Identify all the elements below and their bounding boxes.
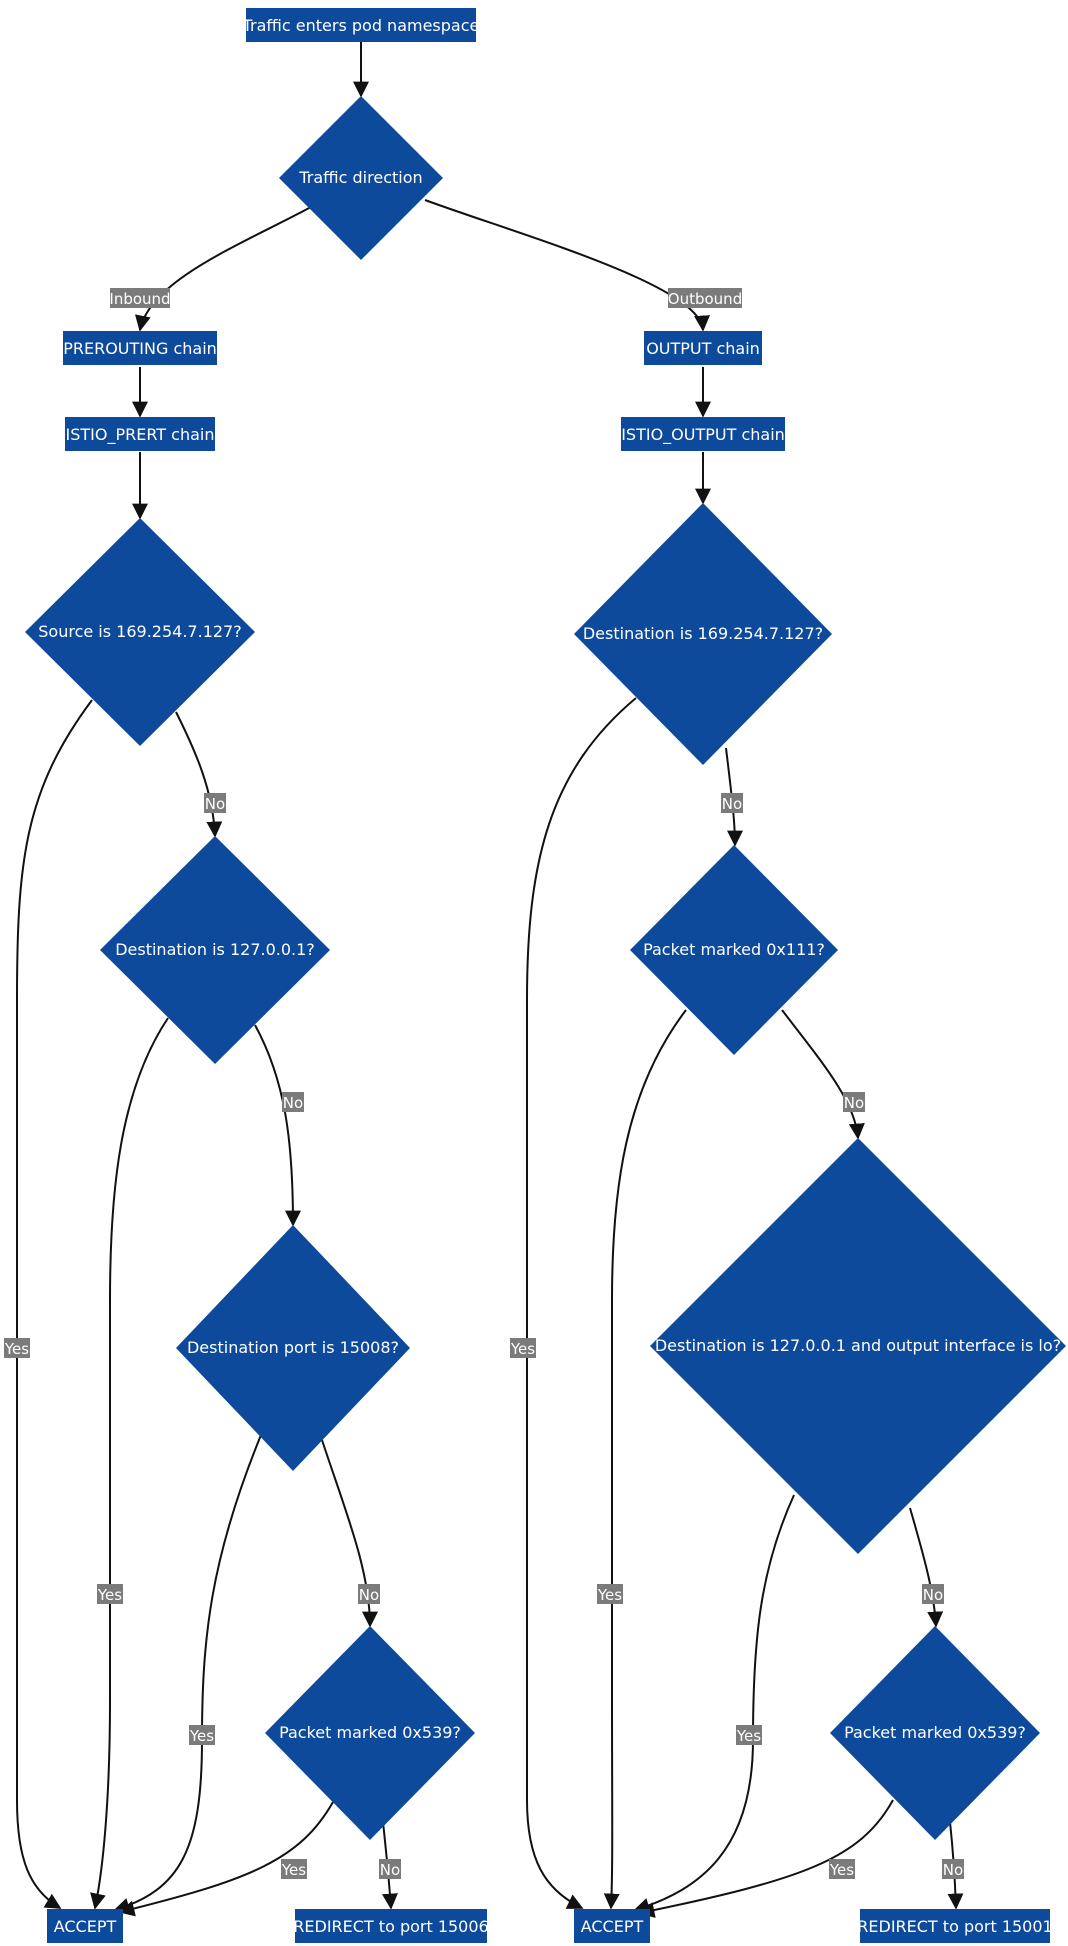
edge-label-yes-dst-lo: Yes (736, 1725, 762, 1745)
edge-mark-in-yes-accept (118, 1801, 334, 1917)
svg-text:No: No (283, 1094, 303, 1112)
svg-text:No: No (943, 1861, 963, 1879)
svg-text:Source is 169.254.7.127?: Source is 169.254.7.127? (38, 622, 241, 641)
svg-text:Yes: Yes (510, 1340, 535, 1358)
svg-text:Traffic enters pod namespace: Traffic enters pod namespace (242, 16, 480, 35)
svg-text:ISTIO_OUTPUT chain: ISTIO_OUTPUT chain (621, 425, 785, 445)
svg-text:No: No (205, 795, 225, 813)
edge-mark-111-no-dst-lo (781, 1009, 865, 1140)
edge-dst-check-yes-accept (526, 697, 637, 1909)
node-destination-port-check: Destination port is 15008? (176, 1225, 410, 1471)
svg-text:Destination is 127.0.0.1?: Destination is 127.0.0.1? (115, 940, 315, 959)
edge-label-yes-dst-port: Yes (189, 1725, 215, 1745)
edge-label-yes-mark-in: Yes (281, 1859, 307, 1879)
node-accept-outbound: ACCEPT (574, 1909, 650, 1943)
edge-direction-output (424, 199, 710, 332)
svg-text:Inbound: Inbound (109, 290, 170, 308)
node-istio-prert-chain: ISTIO_PRERT chain (65, 417, 215, 451)
svg-text:Packet marked 0x539?: Packet marked 0x539? (279, 1723, 461, 1742)
node-redirect-15001: REDIRECT to port 15001 (857, 1909, 1053, 1943)
svg-text:PREROUTING chain: PREROUTING chain (63, 339, 217, 358)
svg-text:No: No (380, 1861, 400, 1879)
svg-text:No: No (923, 1586, 943, 1604)
node-destination-lo-check: Destination is 127.0.0.1 and output inte… (650, 1138, 1066, 1554)
edge-label-yes-mark-111: Yes (597, 1584, 623, 1604)
edge-src-check-yes-accept (16, 699, 93, 1909)
edge-labels: Inbound Outbound No Yes No Yes No Yes (4, 288, 964, 1879)
svg-text:No: No (722, 795, 742, 813)
edge-label-yes-dst-check: Yes (510, 1338, 536, 1358)
svg-text:Destination is 127.0.0.1 and o: Destination is 127.0.0.1 and output inte… (655, 1336, 1061, 1355)
edges (16, 42, 964, 1918)
svg-text:Yes: Yes (4, 1340, 29, 1358)
edge-label-outbound: Outbound (668, 288, 742, 308)
svg-text:Outbound: Outbound (668, 290, 742, 308)
edge-label-yes-src-check: Yes (4, 1338, 30, 1358)
edge-mark-111-yes-accept (603, 1009, 687, 1910)
edge-label-no-mark-in: No (379, 1859, 401, 1879)
edge-dst-port-yes-accept (113, 1434, 262, 1914)
edge-label-inbound: Inbound (109, 288, 171, 308)
svg-text:ACCEPT: ACCEPT (581, 1917, 644, 1936)
node-mark-539-in: Packet marked 0x539? (265, 1626, 475, 1840)
svg-text:Yes: Yes (97, 1586, 122, 1604)
node-destination-localhost-in: Destination is 127.0.0.1? (100, 836, 330, 1064)
edge-label-no-dst-localhost: No (282, 1092, 304, 1112)
svg-text:Yes: Yes (281, 1861, 306, 1879)
node-mark-539-out: Packet marked 0x539? (830, 1626, 1040, 1840)
edge-dst-localhost-no-dst-port (254, 1024, 301, 1227)
node-traffic-direction: Traffic direction (279, 96, 443, 260)
edge-mark-out-yes-accept (638, 1799, 894, 1918)
svg-text:Yes: Yes (829, 1861, 854, 1879)
svg-text:REDIRECT to port 15006: REDIRECT to port 15006 (293, 1917, 488, 1936)
edge-label-no-mark-out: No (942, 1859, 964, 1879)
svg-text:No: No (359, 1586, 379, 1604)
svg-text:ISTIO_PRERT chain: ISTIO_PRERT chain (66, 425, 215, 445)
svg-text:Traffic direction: Traffic direction (298, 168, 422, 187)
edge-label-no-mark-111: No (843, 1092, 865, 1112)
svg-text:Packet marked 0x111?: Packet marked 0x111? (643, 940, 825, 959)
svg-text:No: No (844, 1094, 864, 1112)
node-prerouting-chain: PREROUTING chain (63, 331, 217, 365)
edge-label-no-dst-lo: No (922, 1584, 944, 1604)
edge-dst-localhost-yes-accept (90, 1017, 169, 1910)
node-redirect-15006: REDIRECT to port 15006 (293, 1909, 489, 1943)
node-output-chain: OUTPUT chain (644, 331, 762, 365)
edge-src-check-no-dst-localhost (175, 711, 223, 838)
nodes: Traffic enters pod namespace Traffic dir… (25, 8, 1066, 1943)
edge-label-no-src-check: No (204, 793, 226, 813)
edge-dst-port-no-mark-in (321, 1439, 378, 1628)
edge-label-yes-mark-out: Yes (829, 1859, 855, 1879)
edge-dst-lo-yes-accept (633, 1494, 795, 1914)
edge-dst-lo-no-mark-out (909, 1507, 944, 1628)
edge-label-no-dst-port: No (358, 1584, 380, 1604)
node-istio-output-chain: ISTIO_OUTPUT chain (621, 417, 785, 451)
svg-text:Destination port is 15008?: Destination port is 15008? (187, 1338, 399, 1357)
svg-text:Yes: Yes (736, 1727, 761, 1745)
svg-text:Yes: Yes (189, 1727, 214, 1745)
node-traffic-enters: Traffic enters pod namespace (242, 8, 480, 42)
node-accept-inbound: ACCEPT (47, 1909, 123, 1943)
svg-text:Packet marked 0x539?: Packet marked 0x539? (844, 1723, 1026, 1742)
edge-label-yes-dst-localhost: Yes (97, 1584, 123, 1604)
node-destination-check: Destination is 169.254.7.127? (574, 503, 832, 765)
svg-text:Destination is 169.254.7.127?: Destination is 169.254.7.127? (583, 624, 823, 643)
edge-label-no-dst-check: No (721, 793, 743, 813)
svg-text:REDIRECT to port 15001: REDIRECT to port 15001 (857, 1917, 1052, 1936)
svg-text:OUTPUT chain: OUTPUT chain (646, 339, 760, 358)
svg-text:ACCEPT: ACCEPT (54, 1917, 117, 1936)
edge-direction-prerouting (135, 206, 312, 332)
node-mark-111: Packet marked 0x111? (630, 845, 838, 1055)
svg-text:Yes: Yes (597, 1586, 622, 1604)
node-source-check: Source is 169.254.7.127? (25, 518, 255, 746)
